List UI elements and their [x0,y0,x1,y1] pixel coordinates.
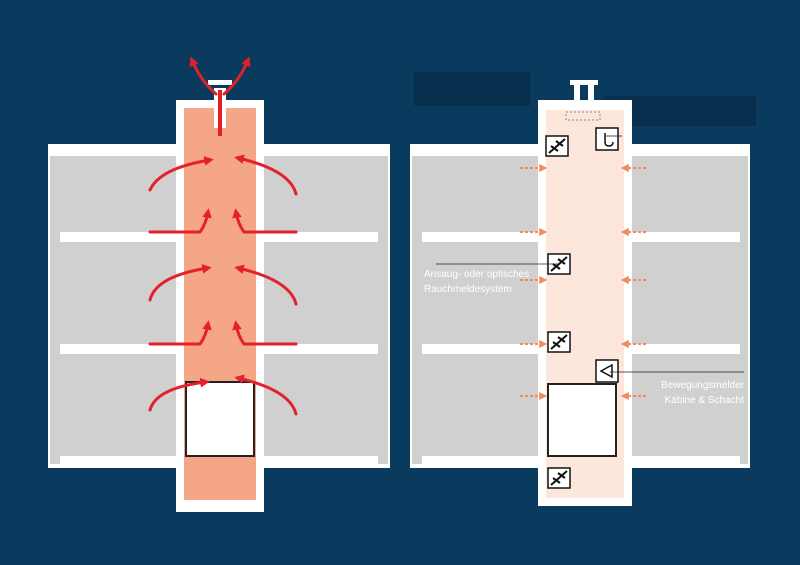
motion-label-line1: Bewegungsmelder [661,380,744,391]
right-shaft [538,80,632,506]
leader-lines [436,135,744,373]
detector-label-line1: Ansaug- oder optisches [424,269,529,280]
vent-cap-icon [570,80,598,85]
detector-label-line2: Rauchmeldesystem [424,284,512,295]
left-smoke-arrows [148,56,298,416]
smoke-detector-icon [545,135,569,157]
left-shaft [176,80,264,512]
elevator-cabin-icon [547,383,617,457]
elevator-cabin-icon [185,381,255,457]
hook-icon [595,127,619,151]
airflow-arrows [520,164,646,400]
vent-cap-icon [208,80,232,85]
smoke-detector-icon [547,467,571,489]
motion-label-line2: Kabine & Schacht [665,395,745,406]
motion-sensor-icon [595,359,619,383]
smoke-detector-icon [547,331,571,353]
